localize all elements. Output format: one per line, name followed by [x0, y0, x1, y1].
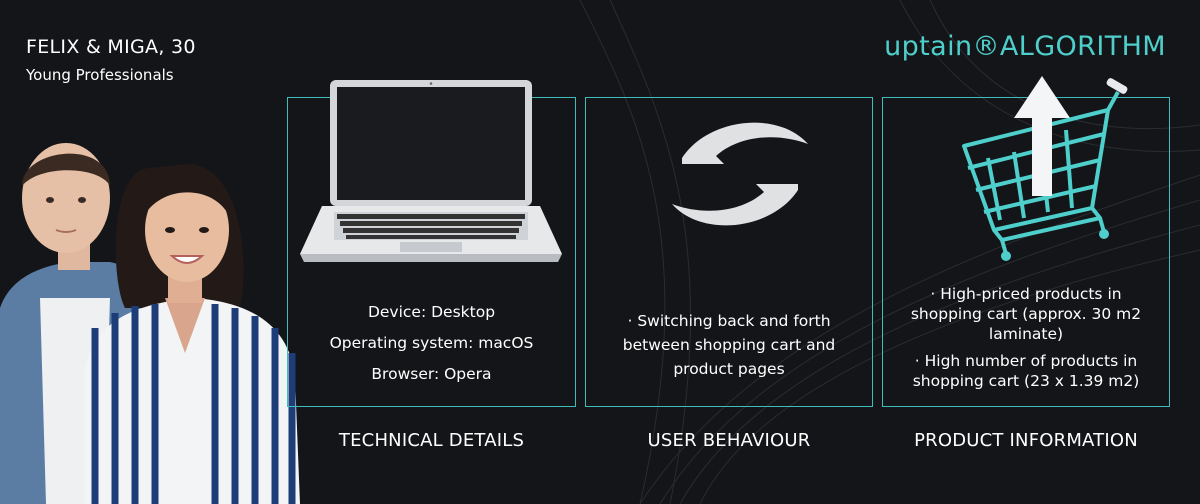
card-line: · High number of products in — [914, 352, 1138, 370]
product-information-text: · High-priced products in shopping cart … — [883, 284, 1169, 391]
persona-name: FELIX & MIGA, 30 — [26, 36, 196, 58]
card-line: Browser: Opera — [371, 365, 492, 383]
card-line: shopping cart (approx. 30 m2 — [910, 305, 1142, 323]
laptop-icon — [300, 80, 562, 262]
persona-subtitle: Young Professionals — [26, 66, 174, 84]
user-behaviour-text: · Switching back and forth between shopp… — [586, 309, 872, 381]
section-title-user-behaviour: USER BEHAVIOUR — [647, 430, 811, 451]
card-line: Operating system: macOS — [329, 334, 534, 352]
card-line: shopping cart (23 x 1.39 m2) — [912, 372, 1140, 390]
technical-details-text: Device: Desktop Operating system: macOS … — [288, 300, 575, 386]
brand-logo: uptain®ALGORITHM — [884, 31, 1166, 62]
card-user-behaviour: · Switching back and forth between shopp… — [585, 97, 873, 407]
shopping-cart-up-icon — [962, 76, 1128, 261]
card-line: between shopping cart and — [622, 336, 836, 354]
card-line: · High-priced products in — [930, 285, 1122, 303]
refresh-arrows-icon — [672, 122, 808, 226]
persona-header: FELIX & MIGA, 30 Young Professionals — [26, 36, 196, 84]
persona-photo — [0, 143, 300, 504]
card-line: Device: Desktop — [367, 303, 496, 321]
section-title-technical-details: TECHNICAL DETAILS — [338, 430, 525, 451]
card-line: laminate) — [988, 325, 1064, 343]
card-line: · Switching back and forth — [627, 312, 831, 330]
card-product-information: · High-priced products in shopping cart … — [882, 97, 1170, 407]
section-title-product-information: PRODUCT INFORMATION — [914, 430, 1138, 451]
card-line: product pages — [673, 360, 785, 378]
